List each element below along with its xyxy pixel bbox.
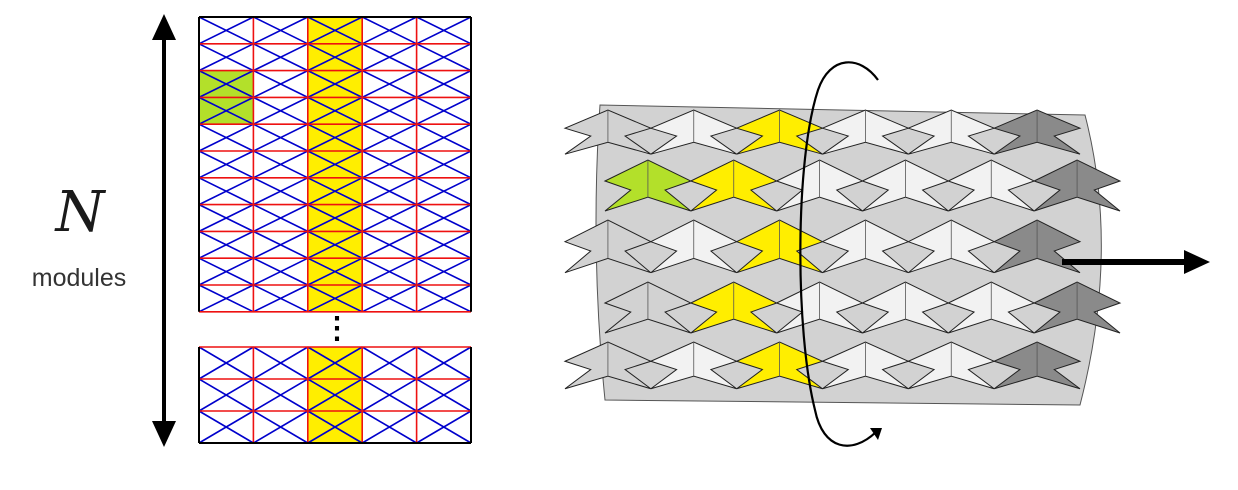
valley-crease	[252, 378, 309, 412]
double-headed-arrow-icon	[152, 14, 176, 447]
valley-crease	[307, 16, 363, 45]
valley-crease	[361, 177, 417, 206]
axial-arrow-icon	[1062, 250, 1210, 274]
valley-crease	[253, 96, 309, 125]
valley-crease	[307, 284, 363, 313]
valley-crease	[307, 43, 363, 72]
valley-crease	[198, 150, 254, 179]
valley-crease	[198, 410, 254, 444]
valley-crease	[307, 257, 363, 286]
valley-crease	[253, 150, 309, 179]
valley-crease	[361, 284, 417, 313]
valley-crease	[252, 410, 309, 444]
valley-crease	[198, 257, 254, 286]
valley-crease	[198, 230, 254, 259]
valley-crease	[253, 230, 309, 259]
valley-crease	[253, 43, 309, 72]
valley-crease	[307, 203, 363, 233]
valley-crease	[416, 203, 472, 233]
valley-crease	[253, 123, 309, 152]
rotation-arrow-icon	[799, 61, 882, 447]
valley-crease	[416, 284, 472, 313]
valley-crease	[253, 16, 309, 45]
valley-crease	[307, 346, 363, 380]
valley-crease	[198, 69, 254, 99]
valley-crease	[307, 123, 363, 152]
valley-crease	[361, 257, 417, 286]
valley-crease	[307, 230, 363, 259]
valley-crease	[361, 203, 417, 233]
valley-crease	[361, 69, 417, 99]
valley-crease	[416, 378, 472, 412]
valley-crease	[416, 69, 472, 99]
valley-crease	[361, 346, 418, 380]
valley-crease	[416, 410, 472, 444]
valley-crease	[416, 150, 472, 179]
valley-crease	[416, 43, 472, 72]
valley-crease	[198, 96, 254, 125]
valley-crease	[416, 230, 472, 259]
crease-pattern-bottom	[198, 346, 472, 444]
valley-crease	[361, 410, 418, 444]
valley-crease	[253, 257, 309, 286]
valley-crease	[361, 96, 417, 125]
valley-crease	[416, 346, 472, 380]
valley-crease	[361, 230, 417, 259]
crease-pattern-top	[198, 16, 472, 313]
valley-crease	[361, 123, 417, 152]
origami-tube	[563, 104, 1122, 406]
valley-crease	[198, 284, 254, 313]
valley-crease	[416, 16, 472, 45]
valley-crease	[307, 410, 363, 444]
valley-crease	[198, 203, 254, 233]
valley-crease	[361, 16, 417, 45]
valley-crease	[416, 96, 472, 125]
valley-crease	[198, 43, 254, 72]
valley-crease	[253, 203, 309, 233]
valley-crease	[416, 257, 472, 286]
valley-crease	[198, 177, 254, 206]
valley-crease	[307, 96, 363, 125]
valley-crease	[198, 378, 254, 412]
valley-crease	[361, 150, 417, 179]
valley-crease	[198, 16, 254, 45]
valley-crease	[307, 69, 363, 99]
valley-crease	[361, 43, 417, 72]
valley-crease	[253, 177, 309, 206]
valley-crease	[198, 346, 254, 380]
valley-crease	[416, 177, 472, 206]
valley-crease	[361, 378, 418, 412]
valley-crease	[307, 378, 363, 412]
valley-crease	[307, 177, 363, 206]
valley-crease	[252, 346, 309, 380]
valley-crease	[198, 123, 254, 152]
n-symbol: N	[55, 180, 105, 245]
valley-crease	[416, 123, 472, 152]
valley-crease	[307, 150, 363, 179]
valley-crease	[253, 69, 309, 99]
modules-label: modules	[31, 264, 127, 292]
valley-crease	[253, 284, 309, 313]
